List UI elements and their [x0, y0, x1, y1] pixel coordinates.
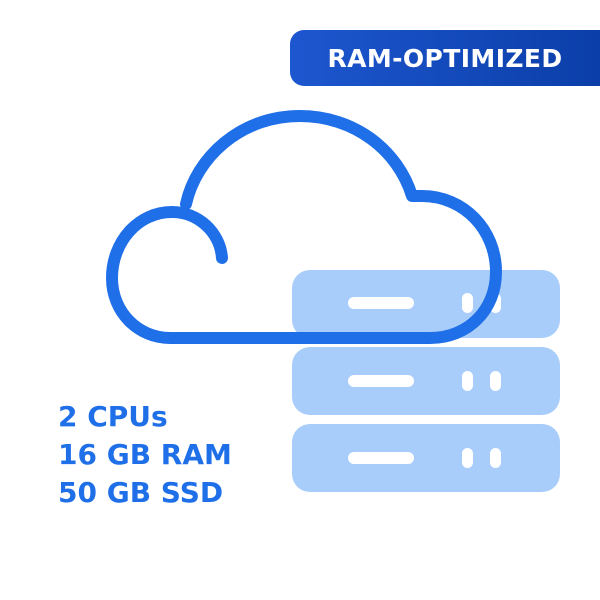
spec-cpu: 2 CPUs — [58, 400, 168, 433]
server-led — [462, 448, 473, 468]
server-led — [462, 293, 473, 313]
spec-list: 2 CPUs 16 GB RAM 50 GB SSD — [58, 398, 232, 512]
server-slot-bar — [348, 452, 414, 464]
spec-ram: 16 GB RAM — [58, 438, 232, 471]
spec-storage: 50 GB SSD — [58, 476, 224, 509]
badge-label: RAM-OPTIMIZED — [327, 43, 563, 73]
ram-optimized-badge: RAM-OPTIMIZED — [290, 30, 600, 86]
server-led — [490, 448, 501, 468]
cloud-icon — [106, 110, 502, 344]
server-slot-bar — [348, 375, 414, 387]
server-led — [462, 371, 473, 391]
server-stack-icon — [292, 270, 560, 492]
server-unit-top — [292, 270, 560, 338]
server-slot-bar — [348, 297, 414, 309]
server-led — [490, 371, 501, 391]
server-unit-middle — [292, 347, 560, 415]
server-unit-bottom — [292, 424, 560, 492]
